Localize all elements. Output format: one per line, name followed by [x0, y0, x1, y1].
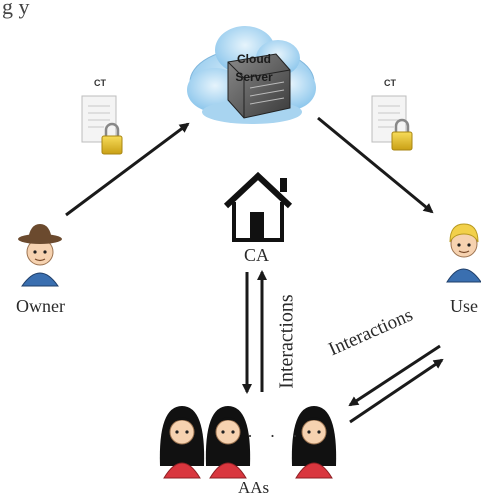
ciphertext-label-left: CT [94, 78, 106, 88]
aas-to-user-arrow [349, 358, 444, 424]
cloud-server-icon [187, 26, 316, 124]
aa-person-1-icon [159, 406, 205, 479]
aas-label: AAs [238, 478, 270, 497]
cloud-to-user-arrow [317, 116, 434, 214]
ciphertext-label-right: CT [384, 78, 396, 88]
ciphertext-document-left-icon [81, 95, 123, 155]
cropped-caption-fragment: g y [2, 0, 30, 19]
user-person-icon [446, 223, 481, 283]
aa-person-3-icon [291, 406, 337, 479]
user-label: Use [450, 296, 478, 316]
cloud-server-label-line1: Cloud [237, 52, 271, 66]
ca-label: CA [244, 245, 270, 265]
cloud-server-label-line2: Server [235, 70, 273, 84]
owner-label: Owner [16, 296, 65, 316]
owner-to-cloud-arrow [65, 122, 190, 217]
ciphertext-document-right-icon [371, 95, 413, 151]
aas-ellipsis: · · · [247, 426, 304, 446]
certificate-authority-house-icon [223, 171, 293, 242]
interactions-vertical-label: Interactions [275, 294, 298, 389]
owner-person-icon [18, 224, 62, 287]
aa-person-2-icon [205, 406, 251, 479]
user-to-aas-arrow [348, 344, 441, 407]
